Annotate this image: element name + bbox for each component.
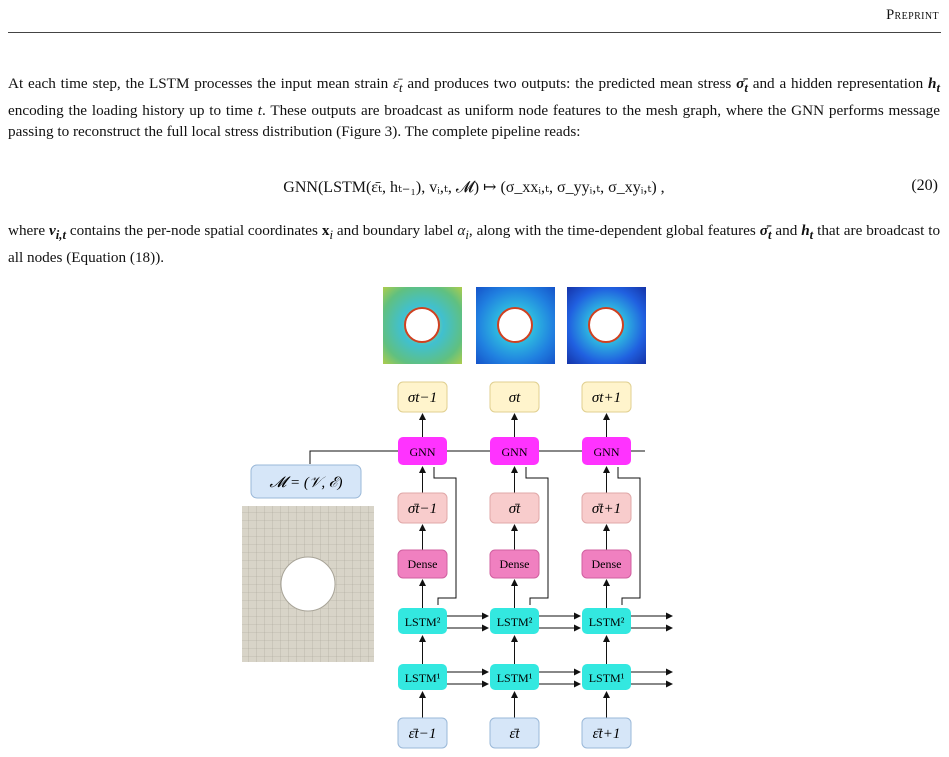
sigma-output-box-1 xyxy=(397,381,448,413)
lstm1-box-3 xyxy=(582,664,631,690)
stress-field-image-1 xyxy=(383,287,462,364)
gnn-box-3 xyxy=(582,437,631,465)
mean-stress-label-3: σ̄t+1 xyxy=(592,501,621,517)
mean-stress-box-1 xyxy=(397,492,448,524)
sigma-output-box-3 xyxy=(581,381,632,413)
dense-label-3: Dense xyxy=(592,557,622,571)
gnn-box-1 xyxy=(398,437,447,465)
lstm2-box-2 xyxy=(490,608,539,634)
mean-stress-box-2 xyxy=(489,492,540,524)
sigma-output-label-3: σt+1 xyxy=(592,390,621,406)
stress-field-image-3 xyxy=(567,287,646,364)
mesh-label: 𝓜 = (𝒱, ℰ) xyxy=(269,475,342,491)
lstm1-label-2: LSTM¹ xyxy=(497,671,533,685)
gnn-label-1: GNN xyxy=(410,445,436,459)
gnn-box-2 xyxy=(490,437,539,465)
sigma-output-box-2 xyxy=(489,381,540,413)
dense-label-2: Dense xyxy=(500,557,530,571)
mean-strain-box-3 xyxy=(581,717,632,749)
mean-strain-box-2 xyxy=(489,717,540,749)
dense-box-3 xyxy=(581,549,632,579)
lstm1-box-2 xyxy=(490,664,539,690)
lstm2-label-1: LSTM² xyxy=(405,615,441,629)
lstm1-label-3: LSTM¹ xyxy=(589,671,625,685)
preprint-label: Preprint xyxy=(886,7,939,23)
mean-strain-box-1 xyxy=(397,717,448,749)
gnn-label-3: GNN xyxy=(594,445,620,459)
page-header: Preprint xyxy=(8,0,941,33)
lstm2-box-1 xyxy=(398,608,447,634)
mean-strain-label-2: ε̄t xyxy=(509,726,520,742)
lstm2-label-3: LSTM² xyxy=(589,615,625,629)
paragraph-2: where vi,t contains the per-node spatial… xyxy=(8,222,941,266)
gnn-label-2: GNN xyxy=(502,445,528,459)
sigma-output-label-1: σt−1 xyxy=(408,390,437,406)
stress-field-image-2 xyxy=(476,287,555,364)
equation-20: GNN(LSTM(ε̄ₜ, hₜ₋₁), vᵢ,ₜ, 𝓜) ↦ (σ_xxᵢ,ₜ… xyxy=(8,177,940,201)
mean-strain-label-1: ε̄t−1 xyxy=(409,726,437,742)
equation-number: (20) xyxy=(911,177,938,194)
mean-stress-box-3 xyxy=(581,492,632,524)
sigma-output-label-2: σt xyxy=(509,390,521,406)
paragraph-1: At each time step, the LSTM processes th… xyxy=(8,75,941,141)
mesh-label-box xyxy=(250,464,362,499)
dense-box-2 xyxy=(489,549,540,579)
lstm1-label-1: LSTM¹ xyxy=(405,671,441,685)
lstm1-box-1 xyxy=(398,664,447,690)
equation-body: GNN(LSTM(ε̄ₜ, hₜ₋₁), vᵢ,ₜ, 𝓜) ↦ (σ_xxᵢ,ₜ… xyxy=(283,179,665,196)
mean-stress-label-1: σ̄t−1 xyxy=(408,501,437,517)
dense-label-1: Dense xyxy=(408,557,438,571)
mean-stress-label-2: σ̄t xyxy=(509,501,521,517)
lstm2-box-3 xyxy=(582,608,631,634)
mean-strain-label-3: ε̄t+1 xyxy=(593,726,621,742)
lstm2-label-2: LSTM² xyxy=(497,615,533,629)
mesh-image xyxy=(242,506,374,662)
dense-box-1 xyxy=(397,549,448,579)
